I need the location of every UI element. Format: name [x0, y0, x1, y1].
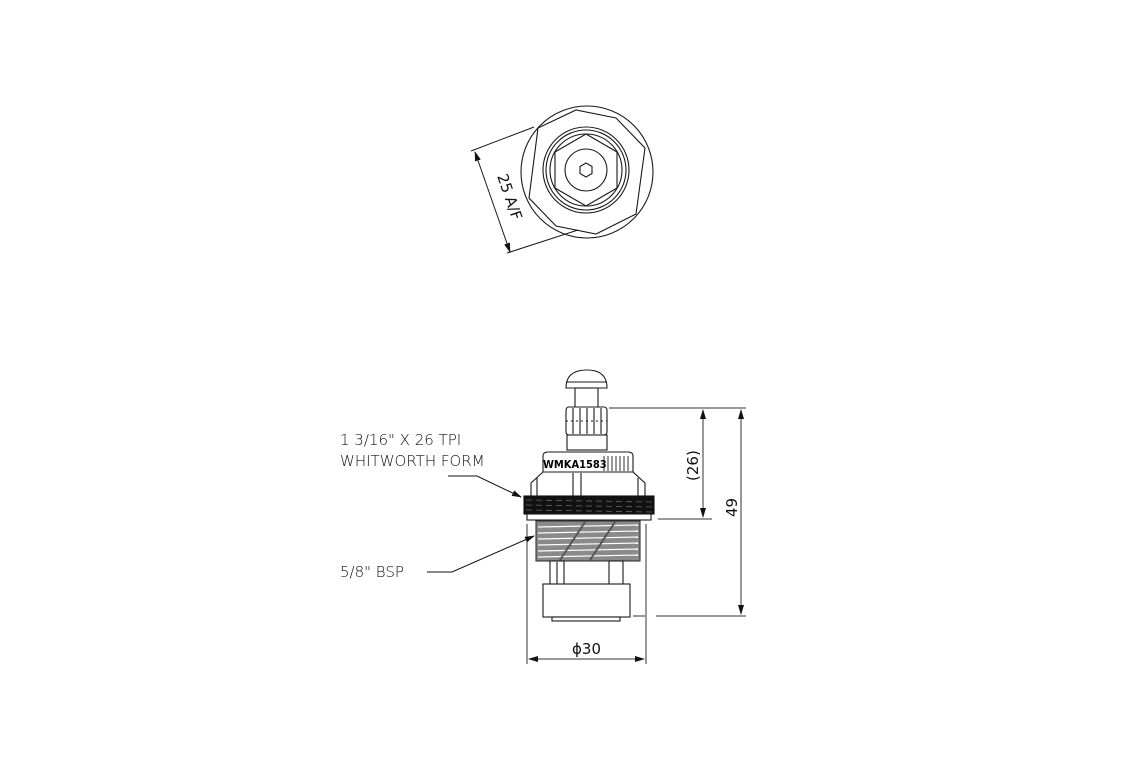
inner-ring-1: [542, 126, 630, 214]
thread-callout-leader: [448, 475, 522, 498]
side-view: [523, 369, 655, 622]
spindle-circle: [564, 148, 608, 192]
inner-ring-3: [549, 133, 623, 207]
inner-ring-2: [545, 129, 627, 211]
hex-body: [530, 471, 646, 497]
thread-callout-line1: 1 3/16" X 26 TPI: [340, 431, 461, 449]
spindle-cap: [565, 369, 608, 389]
outer-flange-circle: [520, 105, 654, 239]
thread-callout-line2: WHITWORTH FORM: [340, 452, 485, 470]
top-view: [520, 105, 654, 239]
hex-nut-outline: [528, 109, 646, 235]
part-marking: WMKA1583: [543, 458, 607, 471]
washer-holder: [542, 583, 631, 618]
inner-hex: [554, 133, 618, 207]
marked-collar: [542, 451, 634, 473]
bsp-thread: [535, 520, 641, 562]
bsp-callout-label: 5/8" BSP: [340, 563, 404, 581]
hex-socket-icon: [579, 162, 593, 178]
top-view-dimension: [470, 126, 579, 254]
diameter-dimension: ϕ30: [572, 640, 601, 658]
side-view-dimensions: [526, 407, 746, 664]
overall-height-dimension: 49: [723, 498, 741, 517]
partial-height-dimension: (26): [684, 450, 702, 481]
bsp-callout-leader: [427, 535, 535, 573]
